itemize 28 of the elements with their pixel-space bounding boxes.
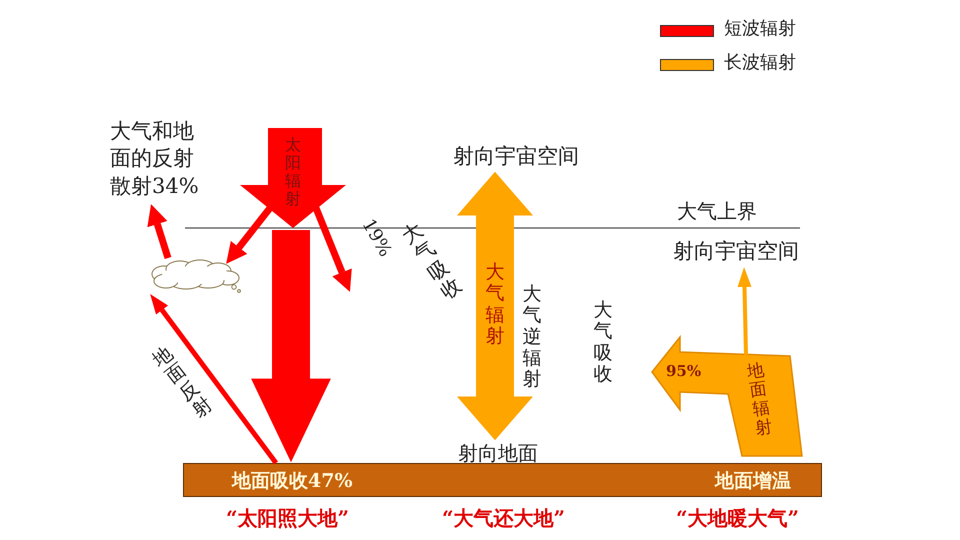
bar-text: 地面增温 <box>715 469 791 494</box>
arrow <box>312 206 352 292</box>
edge-label: 大气吸收 <box>396 218 467 304</box>
arrow <box>150 294 278 464</box>
legend-text: 长波辐射 <box>724 53 796 74</box>
boundary-label: 大气上界 <box>677 200 757 223</box>
caption-text: 射向地面 <box>448 441 548 465</box>
arrow-label: 地面辐射 <box>744 361 774 440</box>
arrow <box>226 206 273 264</box>
arrow-label: 太阳辐射 <box>284 136 302 208</box>
slogan-text: “大气还大地” <box>442 507 566 530</box>
slogan-text: “大地暖大气” <box>676 507 800 530</box>
edge-label: 大气辐射 <box>484 262 506 348</box>
caption-text: 射向宇宙空间 <box>436 142 596 170</box>
arrow-label: 95% <box>666 362 702 380</box>
slogan-text: “太阳照大地” <box>226 507 350 530</box>
arrow <box>457 172 533 440</box>
legend-text: 短波辐射 <box>724 19 796 40</box>
vertical-label: 大气吸收 <box>592 300 614 386</box>
arrow <box>251 230 331 462</box>
caption-text: 大气和地面的反射散射34% <box>110 118 210 202</box>
arrow <box>147 204 172 260</box>
vertical-label: 大气逆辐射 <box>521 284 542 390</box>
ground-bar <box>183 463 822 497</box>
bar-text: 地面吸收47% <box>232 469 352 494</box>
arrow <box>738 267 752 356</box>
caption-text: 射向宇宙空间 <box>660 237 812 265</box>
edge-label: 地面反射 <box>148 342 218 423</box>
